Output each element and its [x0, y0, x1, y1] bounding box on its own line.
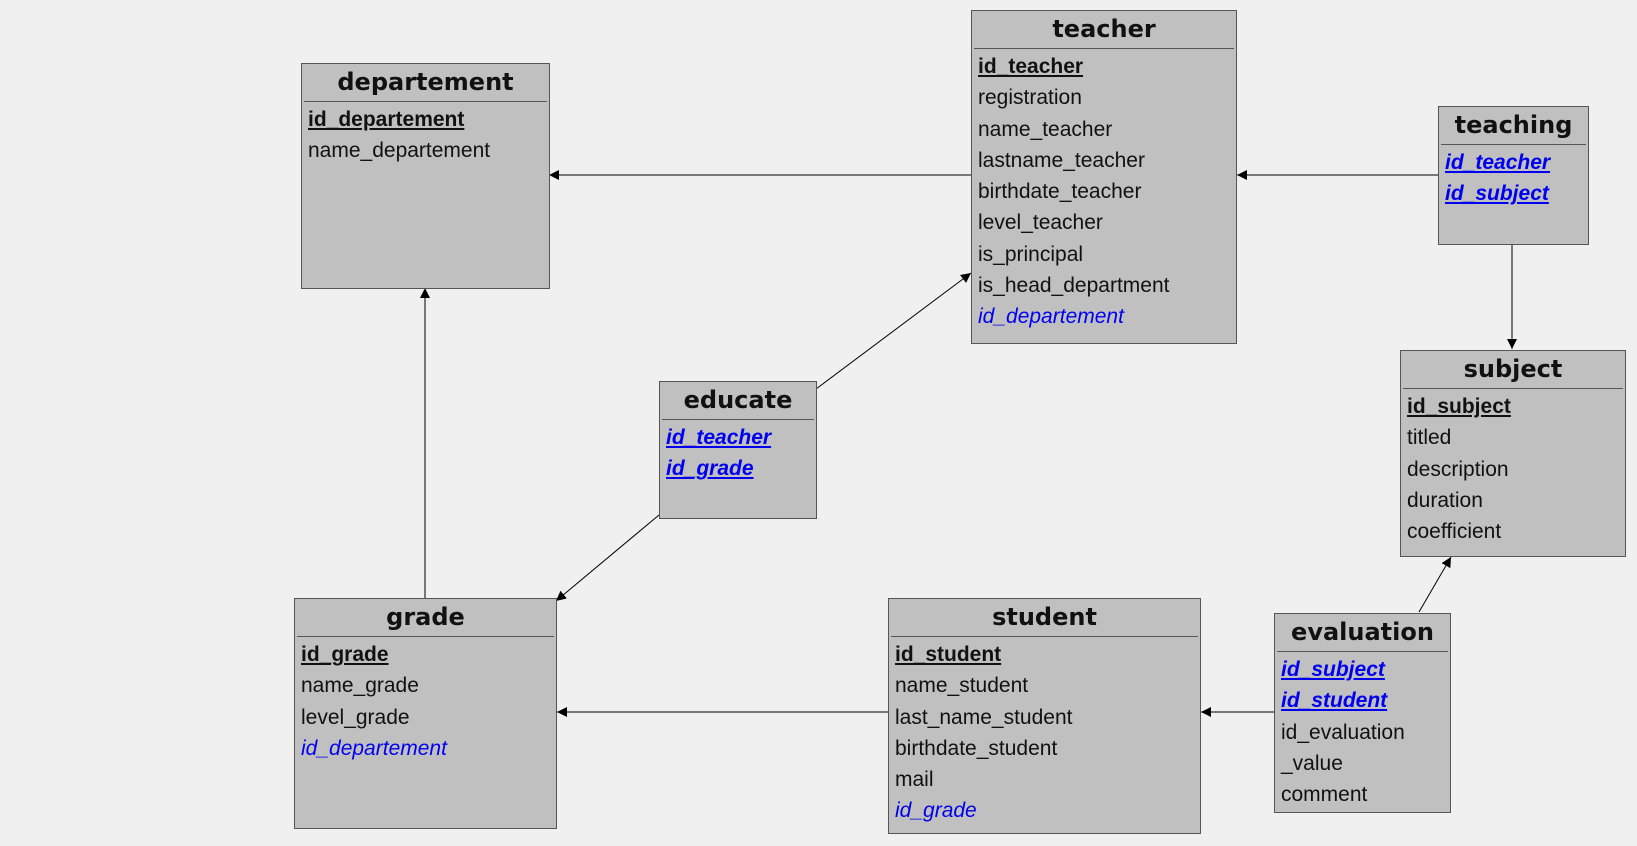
field-list: id_teacher id_grade [660, 420, 816, 485]
foreign-key-field: id_grade [895, 799, 977, 823]
entity-title: student [891, 599, 1198, 637]
attribute-field: duration [1407, 488, 1483, 512]
entity-title: departement [304, 64, 547, 102]
attribute-field: mail [895, 768, 934, 792]
attribute-field: is_principal [978, 242, 1084, 266]
primary-key-field: id_subject [1407, 395, 1511, 418]
primary-key-field: id_teacher [978, 55, 1084, 78]
foreign-key-field: id_departement [978, 305, 1124, 329]
attribute-field: lastname_teacher [978, 148, 1145, 172]
entity-educate[interactable]: educate id_teacher id_grade [659, 381, 817, 519]
attribute-field: name_student [895, 674, 1029, 698]
attribute-field: description [1407, 457, 1509, 481]
foreign-key-field: id_departement [301, 736, 447, 760]
entity-title: subject [1403, 351, 1623, 389]
attribute-field: level_grade [301, 705, 410, 729]
attribute-field: is_head_department [978, 274, 1170, 298]
attribute-field: name_departement [308, 139, 491, 163]
primary-key-field: id_grade [301, 643, 389, 666]
primary-key-field: id_teacher [1445, 151, 1551, 174]
attribute-field: titled [1407, 426, 1452, 450]
field-list: id_teacher id_subject [1439, 145, 1588, 210]
attribute-field: name_teacher [978, 117, 1113, 141]
entity-title: grade [297, 599, 554, 637]
edge-educate-to-grade [555, 514, 660, 602]
attribute-field: birthdate_student [895, 736, 1058, 760]
primary-key-field: id_teacher [666, 426, 772, 449]
field-list: id_grade name_grade level_grade id_departem… [295, 637, 556, 764]
attribute-field: birthdate_teacher [978, 180, 1142, 204]
attribute-field: registration [978, 86, 1082, 110]
primary-key-field: id_departement [308, 108, 465, 131]
entity-student[interactable]: student id_student name_student last_name_… [888, 598, 1201, 834]
attribute-field: comment [1281, 783, 1368, 807]
attribute-field: level_teacher [978, 211, 1103, 235]
entity-title: educate [662, 382, 814, 420]
primary-key-field: id_grade [666, 457, 754, 481]
entity-grade[interactable]: grade id_grade name_grade level_grade id_de… [294, 598, 557, 829]
primary-key-field: id_student [1281, 689, 1388, 713]
field-list: id_departement name_departement [302, 102, 549, 167]
entity-teacher[interactable]: teacher id_teacher registration name_teach… [971, 10, 1237, 344]
edge-evaluation-to-subject [1418, 556, 1452, 613]
entity-teaching[interactable]: teaching id_teacher id_subject [1438, 106, 1589, 245]
primary-key-field: id_student [895, 643, 1002, 666]
entity-title: teacher [974, 11, 1234, 49]
attribute-field: coefficient [1407, 520, 1502, 544]
primary-key-field: id_subject [1445, 182, 1549, 206]
primary-key-field: id_subject [1281, 658, 1385, 681]
attribute-field: name_grade [301, 674, 419, 698]
attribute-field: _value [1281, 751, 1343, 775]
entity-evaluation[interactable]: evaluation id_subject id_student id_evalua… [1274, 613, 1451, 813]
entity-title: evaluation [1277, 614, 1448, 652]
entity-title: teaching [1441, 107, 1586, 145]
attribute-field: id_evaluation [1281, 720, 1405, 744]
edge-educate-to-teacher [815, 272, 972, 390]
attribute-field: last_name_student [895, 705, 1073, 729]
entity-departement[interactable]: departement id_departement name_departeme… [301, 63, 550, 289]
